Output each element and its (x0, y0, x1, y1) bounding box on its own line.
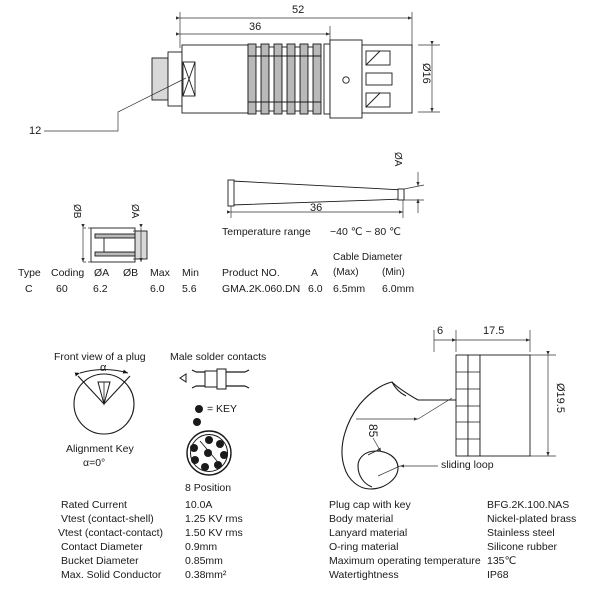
cap-annotation-leaders (356, 397, 453, 477)
temperature-range-value: −40 ℃ ~ 80 ℃ (330, 226, 401, 238)
alignment-key-label: Alignment Key (66, 443, 134, 455)
gland-value-dia-a: 6.2 (93, 283, 108, 295)
gland-value-max: 6.0 (150, 283, 165, 295)
cable-dimension-lines (226, 172, 425, 218)
cable-max-header: (Max) (333, 267, 359, 278)
spec-value-5: 0.38mm² (185, 569, 227, 581)
gland-header-dia-a: ØA (94, 267, 110, 279)
cable-gland-geometry (90, 227, 148, 263)
top-dimension-lines (175, 12, 440, 113)
dim-cable-length: 36 (310, 202, 323, 214)
dim-body-length: 36 (249, 21, 262, 33)
dim-cap-body-length: 17.5 (483, 325, 505, 337)
spec-value-0: 10.0A (185, 499, 213, 511)
cap-spec-label-5: Watertightness (329, 569, 399, 581)
a-value: 6.0 (308, 283, 323, 295)
dim-lanyard-length: 85 (366, 424, 380, 438)
cap-spec-value-4: 135℃ (487, 555, 517, 567)
spec-value-1: 1.25 KV rms (185, 513, 243, 525)
gland-header-coding: Coding (51, 267, 85, 279)
dim-cap-width: 6 (437, 325, 444, 337)
cap-dimension-lines (433, 330, 556, 457)
dim-cap-diameter: Ø19.5 (554, 383, 566, 413)
cable-taper-geometry (227, 179, 405, 207)
alignment-key-value: α=0° (83, 457, 106, 469)
solder-contact-geometry (179, 368, 250, 390)
temperature-range-label: Temperature range (222, 226, 311, 238)
cap-spec-label-3: O-ring material (329, 541, 399, 553)
lanyard-geometry (341, 381, 456, 490)
cable-max-value: 6.5mm (333, 283, 366, 295)
cap-spec-label-1: Body material (329, 513, 394, 525)
product-no-value: GMA.2K.060.DN (222, 283, 301, 295)
plug-cap-geometry (455, 354, 531, 457)
cap-spec-value-1: Nickel-plated brass (487, 513, 577, 525)
dim-overall-length: 52 (292, 4, 305, 16)
cap-spec-value-3: Silicone rubber (487, 541, 558, 553)
dim-gland-diameter-a: ØA (129, 204, 140, 219)
cable-min-header: (Min) (382, 267, 405, 278)
cap-spec-label-2: Lanyard material (329, 527, 408, 539)
position-count-label: 8 Position (185, 482, 232, 494)
callout-12-leader (44, 77, 187, 132)
spec-label-4: Bucket Diameter (61, 555, 139, 567)
spec-value-3: 0.9mm (185, 541, 218, 553)
cap-spec-label-0: Plug cap with key (329, 499, 411, 511)
gland-value-coding: 60 (56, 283, 68, 295)
spec-label-3: Contact Diameter (61, 541, 143, 553)
cap-spec-label-4: Maximum operating temperature (329, 555, 481, 567)
sliding-loop-annotation: sliding loop (441, 459, 494, 471)
a-header: A (311, 267, 319, 279)
male-solder-contacts-title: Male solder contacts (170, 351, 267, 363)
pin-layout-geometry (186, 405, 232, 476)
alpha-angle-symbol: α (100, 362, 107, 374)
key-legend-label: = KEY (207, 403, 238, 415)
plug-assembly-geometry (151, 39, 413, 119)
front-view-title: Front view of a plug (54, 351, 146, 363)
product-no-header: Product NO. (222, 267, 280, 279)
gland-value-min: 5.6 (182, 283, 197, 295)
spec-value-2: 1.50 KV rms (185, 527, 243, 539)
gland-header-max: Max (150, 267, 170, 279)
cap-spec-value-5: IP68 (487, 569, 509, 581)
dim-cable-diameter-a: ØA (392, 152, 403, 167)
callout-12-label: 12 (29, 125, 42, 137)
dim-diameter-16: Ø16 (420, 63, 432, 84)
gland-header-type: Type (18, 267, 41, 279)
gland-value-type: C (25, 283, 33, 295)
cable-min-value: 6.0mm (382, 283, 415, 295)
spec-label-1: Vtest (contact-shell) (61, 513, 154, 525)
spec-value-4: 0.85mm (185, 555, 223, 567)
gland-header-dia-b: ØB (123, 267, 139, 279)
spec-label-0: Rated Current (61, 499, 127, 511)
spec-label-2: Vtest (contact-contact) (58, 527, 164, 539)
cable-diameter-header: Cable Diameter (333, 252, 403, 263)
dim-gland-diameter-b: ØB (71, 204, 82, 219)
cap-spec-value-2: Stainless steel (487, 527, 555, 539)
cap-spec-value-0: BFG.2K.100.NAS (487, 499, 570, 511)
gland-header-min: Min (182, 267, 199, 279)
front-view-geometry (73, 369, 135, 435)
gland-dimension-lines (81, 223, 147, 263)
spec-label-5: Max. Solid Conductor (61, 569, 162, 581)
